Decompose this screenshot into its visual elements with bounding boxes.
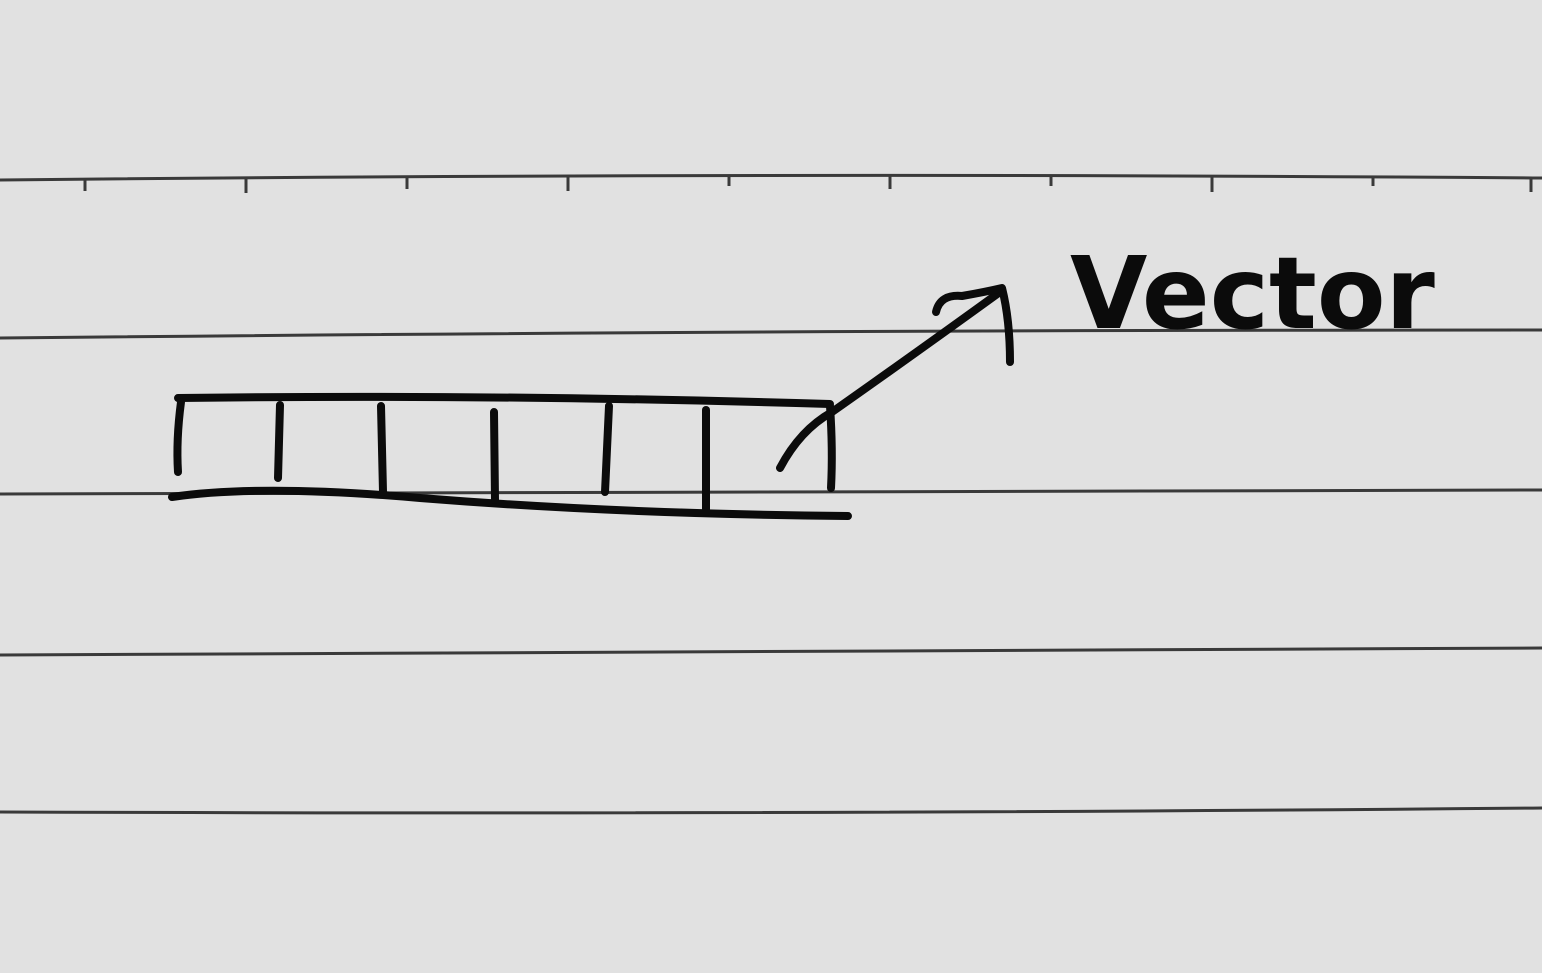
array-left-edge	[173, 398, 185, 476]
array-right-edge	[826, 402, 836, 492]
array-bottom-edge	[168, 486, 852, 520]
array-divider	[490, 408, 499, 504]
vector-label: Vector	[1070, 235, 1436, 352]
array-divider	[274, 401, 284, 482]
vector-array	[168, 392, 852, 520]
ruled-ticks	[83, 176, 1533, 193]
pointer-arrow	[776, 284, 1014, 472]
ruled-line	[0, 173, 1542, 182]
ruled-line	[0, 328, 1542, 340]
ruled-line	[0, 646, 1542, 657]
arrow-head	[932, 284, 1014, 366]
ruled-line	[0, 806, 1542, 815]
array-divider	[377, 402, 387, 496]
array-divider	[601, 402, 613, 496]
array-top-edge	[174, 392, 834, 408]
arrow-shaft	[776, 288, 1004, 472]
